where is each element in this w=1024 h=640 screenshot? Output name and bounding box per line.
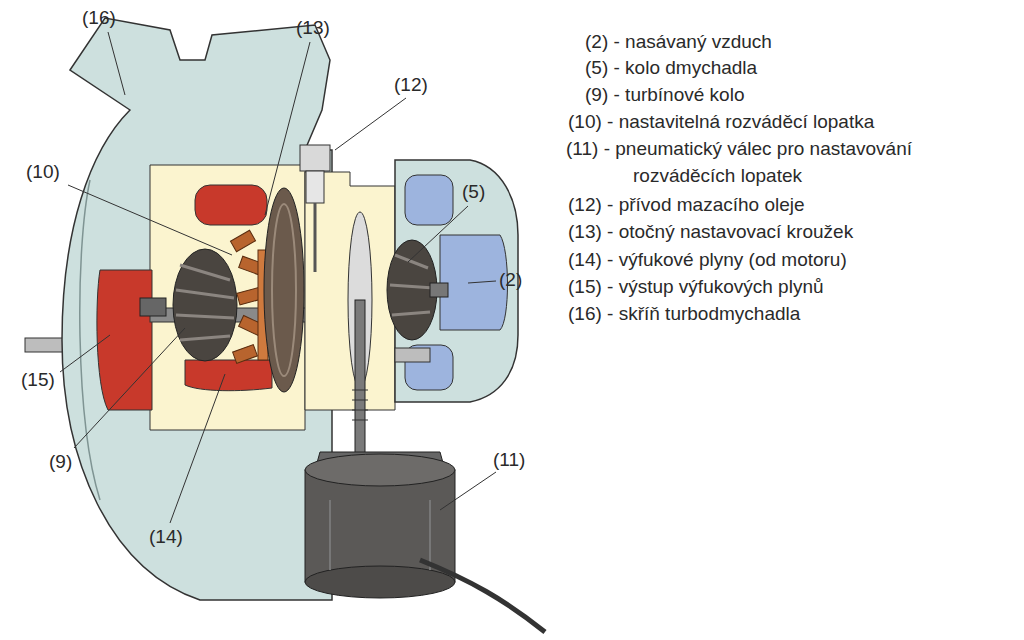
bearing-housing: [305, 172, 395, 410]
callout-number: (12): [394, 74, 428, 96]
callout-number: (2): [499, 269, 522, 291]
housing-cut-face: [150, 165, 305, 430]
vacuum-hose: [420, 560, 545, 632]
callout-number: (11): [493, 449, 525, 471]
air-inlet: [440, 235, 508, 330]
leader-line: [408, 206, 468, 262]
oil-fitting: [300, 145, 330, 171]
leader-line: [440, 472, 496, 510]
oil-duct: [314, 203, 317, 272]
actuator-shading: [330, 500, 430, 570]
legend-entry: (14) - výfukové plyny (od motoru): [568, 246, 847, 273]
actuator-top: [305, 454, 455, 486]
leader-line: [468, 281, 496, 283]
legend-entry: (5) - kolo dmychadla: [585, 54, 757, 81]
leader-line: [108, 32, 125, 95]
leader-line: [68, 185, 232, 255]
compressor-volute: [405, 175, 453, 225]
adjusting-ring: [264, 188, 304, 392]
guide-vane: [230, 230, 255, 251]
leader-line: [74, 328, 185, 448]
callout-number: (5): [462, 181, 485, 203]
callout-number: (14): [149, 526, 183, 548]
legend-entry: (11) - pneumatický válec pro nastavování…: [566, 135, 1018, 189]
legend-entry: (12) - přívod mazacího oleje: [568, 191, 805, 218]
oil-fitting: [306, 171, 324, 203]
leader-line: [170, 374, 225, 523]
legend-entry: (2) - nasávaný vzduch: [585, 28, 772, 55]
compressor-blade: [390, 255, 434, 315]
leader-line: [265, 42, 310, 215]
guide-vanes: [230, 230, 268, 363]
legend-entry: (15) - výstup výfukových plynů: [568, 273, 824, 300]
hub-nut: [140, 298, 166, 316]
legend-entry: (16) - skříň turbodmychadla: [568, 300, 800, 327]
callout-number: (9): [49, 451, 72, 473]
actuator-rod: [355, 300, 365, 465]
exhaust-outlet: [97, 270, 152, 410]
callout-number: (10): [26, 161, 60, 183]
rod-thread: [352, 390, 368, 420]
legend-entry: (9) - turbínové kolo: [585, 81, 744, 108]
leader-lines: [60, 32, 496, 523]
callout-number: (13): [296, 17, 330, 39]
guide-vane: [233, 345, 258, 364]
turbine-housing: [62, 18, 332, 600]
turbine-wheel: [173, 249, 237, 361]
callout-number: (15): [21, 369, 55, 391]
stud: [395, 348, 430, 362]
exhaust-volute: [185, 360, 272, 391]
legend-entry: (10) - nastavitelná rozváděcí lopatka: [568, 108, 874, 135]
actuator-bottom: [305, 566, 455, 598]
ring-edge: [272, 204, 296, 376]
callout-number: (16): [82, 7, 116, 29]
leader-line: [60, 335, 110, 372]
exhaust-volute: [195, 185, 267, 225]
legend-entry: (13) - otočný nastavovací kroužek: [568, 218, 853, 245]
leader-line: [335, 98, 406, 150]
wheel-nut: [430, 283, 448, 297]
